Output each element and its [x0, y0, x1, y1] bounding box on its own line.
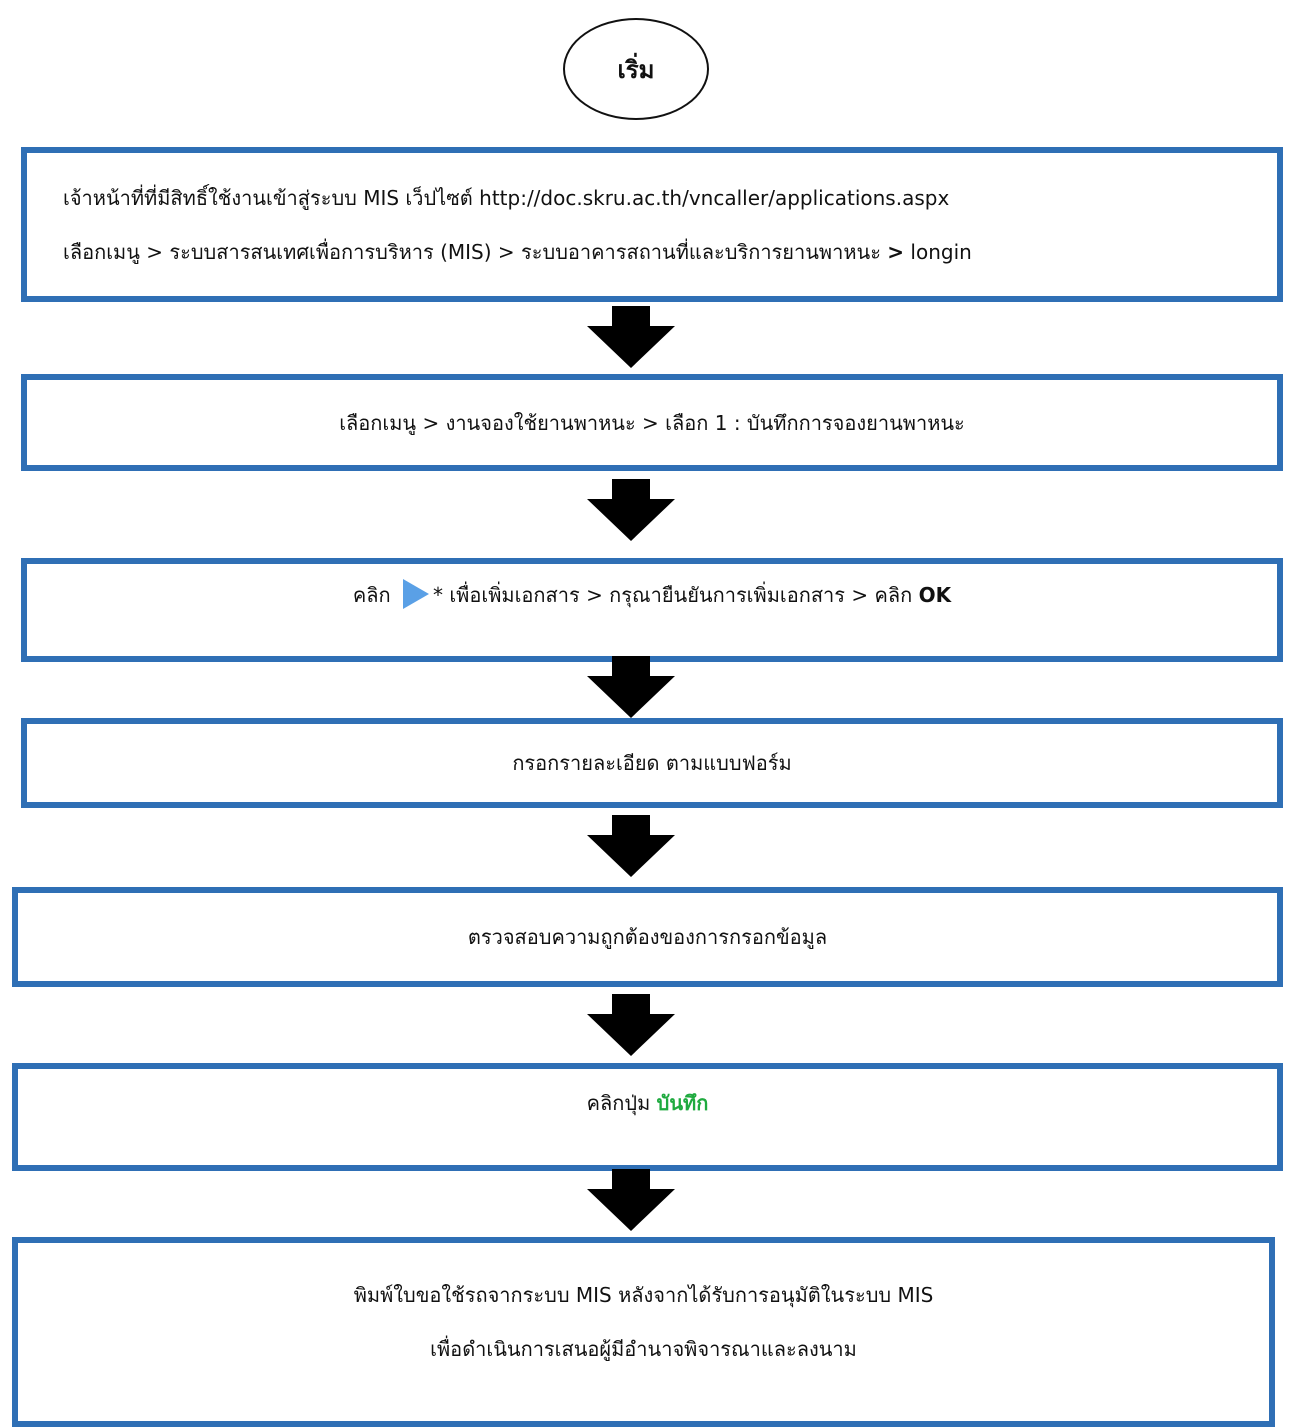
step-add-document-text: คลิก * เพื่อเพิ่มเอกสาร > กรุณายืนยันการ… — [353, 578, 951, 615]
step-select-menu-text: เลือกเมนู > งานจองใช้ยานพาหนะ > เลือก 1 … — [339, 410, 965, 435]
step-save-box: คลิกปุ่ม บันทึก — [12, 1063, 1283, 1171]
step-print-line1: พิมพ์ใบขอใช้รถจากระบบ MIS หลังจากได้รับก… — [353, 1283, 934, 1307]
step-save-text: คลิกปุ่ม บันทึก — [586, 1091, 709, 1115]
step-select-menu-box: เลือกเมนู > งานจองใช้ยานพาหนะ > เลือก 1 … — [21, 374, 1283, 471]
flow-arrow-2 — [585, 479, 677, 543]
flow-arrow-3 — [585, 656, 677, 720]
step-print-line2: เพื่อดำเนินการเสนอผู้มีอำนาจพิจารณาและลง… — [430, 1337, 857, 1361]
step-login-line1: เจ้าหน้าที่ที่มีสิทธิ์ใช้งานเข้าสู่ระบบ … — [63, 185, 950, 210]
play-triangle-icon — [401, 578, 431, 615]
step-add-document-box: คลิก * เพื่อเพิ่มเอกสาร > กรุณายืนยันการ… — [21, 558, 1283, 662]
flow-arrow-5 — [585, 994, 677, 1058]
start-label: เริ่ม — [617, 55, 655, 84]
step-fill-form-text: กรอกรายละเอียด ตามแบบฟอร์ม — [512, 751, 792, 775]
step-print-box: พิมพ์ใบขอใช้รถจากระบบ MIS หลังจากได้รับก… — [12, 1237, 1275, 1427]
step-verify-text: ตรวจสอบความถูกต้องของการกรอกข้อมูล — [467, 925, 828, 949]
start-node: เริ่ม — [563, 18, 709, 120]
flow-arrow-6 — [585, 1169, 677, 1233]
step-fill-form-box: กรอกรายละเอียด ตามแบบฟอร์ม — [21, 718, 1283, 808]
flow-arrow-4 — [585, 815, 677, 879]
save-button-label: บันทึก — [656, 1091, 709, 1115]
step-verify-box: ตรวจสอบความถูกต้องของการกรอกข้อมูล — [12, 887, 1283, 987]
flow-arrow-1 — [585, 306, 677, 370]
step-login-line2: เลือกเมนู > ระบบสารสนเทศเพื่อการบริหาร (… — [63, 239, 972, 264]
step-login-box: เจ้าหน้าที่ที่มีสิทธิ์ใช้งานเข้าสู่ระบบ … — [21, 147, 1283, 302]
